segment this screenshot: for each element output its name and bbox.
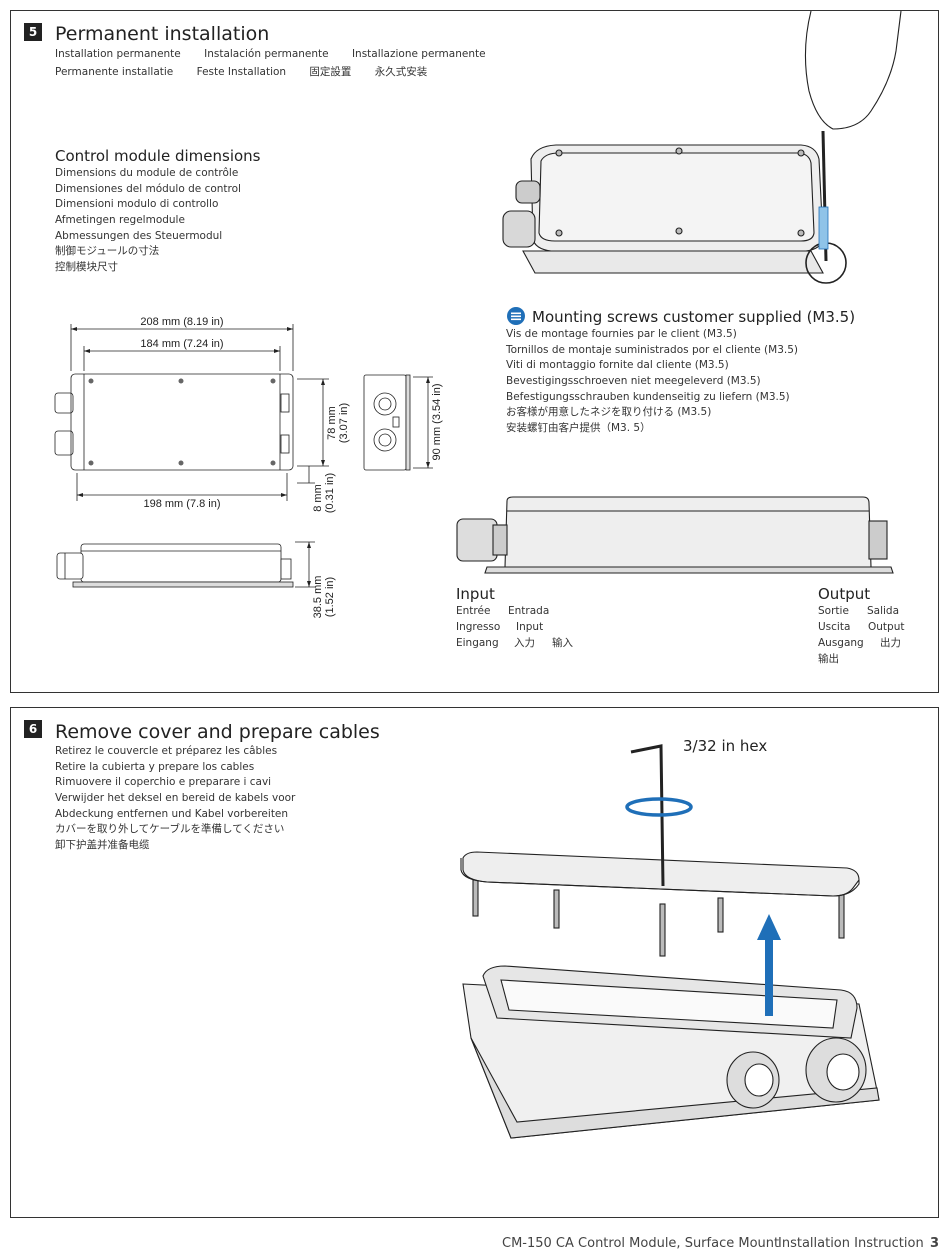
footer-doc-title: Installation Instruction — [778, 1236, 924, 1251]
screw-icon — [818, 206, 829, 250]
step-number-badge: 5 — [24, 23, 42, 41]
output-title: Output — [818, 585, 871, 603]
dim-184-label: 184 mm (7.24 in) — [140, 338, 223, 350]
lift-arrow-icon — [757, 914, 781, 1016]
dim-198-label: 198 mm (7.8 in) — [143, 498, 220, 510]
end-view — [363, 374, 433, 471]
gland-upper — [54, 392, 74, 414]
dim-78-inch-label: (3.07 in) — [338, 403, 350, 443]
top-view-body — [70, 373, 294, 471]
step-number-badge: 6 — [24, 720, 42, 738]
input-title: Input — [456, 585, 495, 603]
mounting-translations: Vis de montage fournies par le client (M… — [506, 328, 798, 435]
side-view — [56, 541, 315, 588]
rotation-arrow-icon — [625, 797, 693, 817]
dimensions-translations: Dimensions du module de contrôle Dimensi… — [55, 167, 241, 274]
section6-translations: Retirez le couvercle et préparez les câb… — [55, 745, 296, 852]
input-output-illustration — [456, 496, 894, 574]
section-permanent-installation: 5 Permanent installation Installation pe… — [10, 10, 939, 693]
dim-208-label: 208 mm (8.19 in) — [140, 316, 223, 328]
mounting-screws-title: Mounting screws customer supplied (M3.5) — [532, 308, 856, 326]
dimensions-title: Control module dimensions — [55, 147, 261, 165]
footer-product: CM-150 CA Control Module, Surface Mount — [502, 1236, 780, 1251]
dimension-drawing: 208 mm (8.19 in) 184 mm (7.24 in) 198 mm… — [54, 10, 902, 619]
section-title: Remove cover and prepare cables — [55, 721, 380, 743]
section-title: Permanent installation — [55, 23, 270, 45]
dim-90-label: 90 mm (3.54 in) — [431, 383, 443, 460]
mounting-illustration — [502, 10, 902, 284]
info-icon — [507, 307, 525, 325]
dim-38-5-inch-label: (1.52 in) — [324, 577, 336, 617]
title-translations-row-1: Installation permanente Instalación perm… — [55, 48, 486, 60]
section-remove-cover: 6 Remove cover and prepare cables Retire… — [10, 707, 939, 1218]
gland-lower — [54, 430, 74, 456]
dim-8-inch-label: (0.31 in) — [324, 473, 336, 513]
dim-8-label: 8 mm — [312, 484, 324, 512]
page-number: 3 — [930, 1236, 940, 1251]
dim-78-label: 78 mm — [326, 406, 338, 440]
dim-38-5-label: 38.5 mm — [312, 576, 324, 619]
title-translations-row-2: Permanente installatie Feste Installatio… — [55, 66, 428, 78]
remove-cover-illustration — [460, 744, 880, 1139]
hex-key-label: 3/32 in hex — [683, 737, 768, 755]
